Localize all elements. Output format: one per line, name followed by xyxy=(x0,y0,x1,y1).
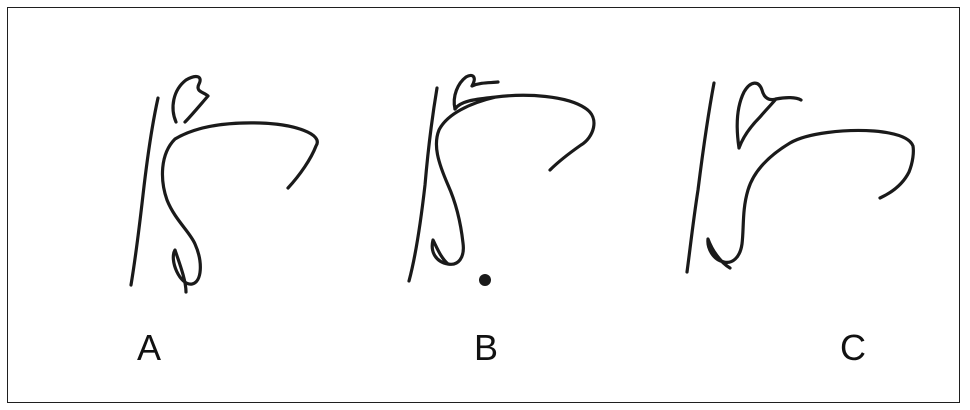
panel-b-label: B xyxy=(474,330,498,366)
panel-c-label: C xyxy=(840,330,866,366)
panel-b-main-curve xyxy=(432,95,594,264)
panel-c-drawing xyxy=(687,83,913,272)
panel-c-main-curve xyxy=(708,131,913,269)
panel-a-label: A xyxy=(137,330,161,366)
panel-a-main-curve xyxy=(162,123,317,292)
panel-c-upper-loop xyxy=(737,83,801,148)
panel-b-drawing xyxy=(409,75,594,286)
panel-b-dot xyxy=(479,274,491,286)
panel-a-posterior-wall xyxy=(131,98,158,285)
panel-a-upper-loop xyxy=(173,77,208,122)
panel-a-drawing xyxy=(131,77,317,292)
